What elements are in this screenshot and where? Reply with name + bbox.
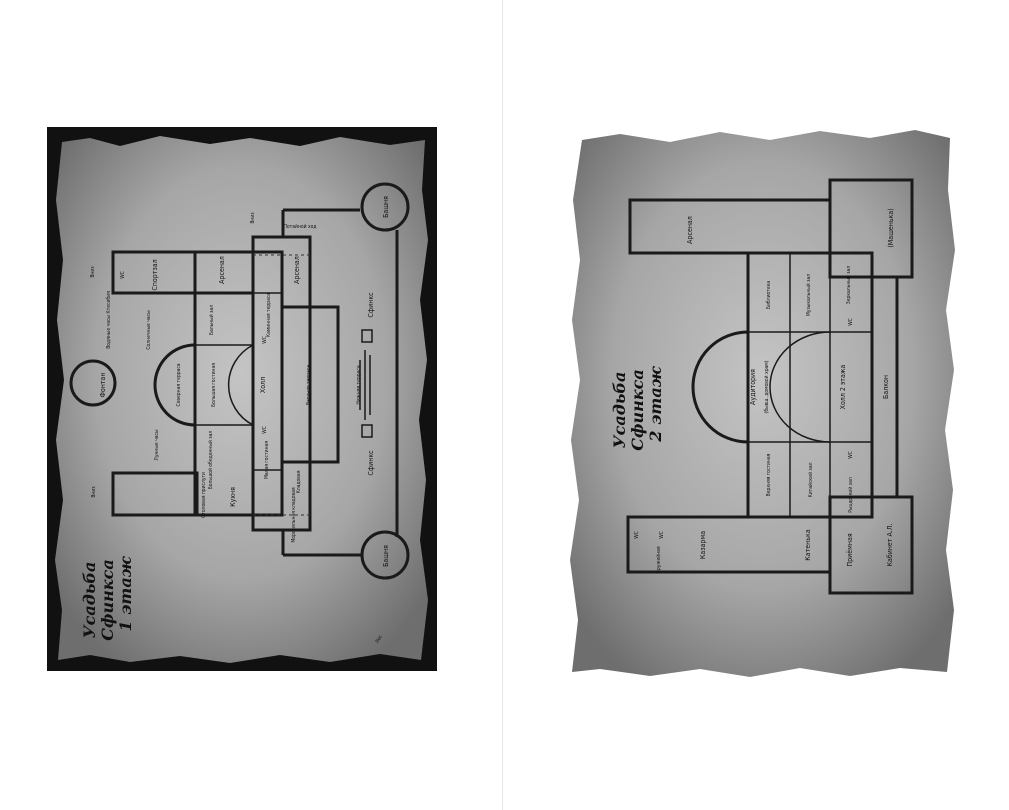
- label-servants-dining: Столовая прислуги: [201, 472, 207, 518]
- hall-arc: [227, 344, 254, 426]
- sphinx-statues: [361, 329, 373, 438]
- north-terrace-arc: [153, 343, 196, 427]
- map-floor-2: Арсенал Библиотека Музыкальный зал Зерка…: [570, 130, 955, 677]
- svg-text:Сфинкса: Сфинкса: [98, 559, 117, 640]
- stairs-lines: [359, 350, 371, 420]
- label-armory: Оружейная: [655, 546, 662, 573]
- label-north-terrace: Северная терраса: [176, 363, 182, 406]
- label-wc: WC: [120, 271, 126, 279]
- label-upper-terrace: Верхняя терраса: [306, 365, 312, 405]
- label-reception: Приёмная: [846, 533, 854, 566]
- label-auditorium: Аудитория: [749, 369, 757, 405]
- tower-2: [360, 530, 410, 580]
- label-balcony: Балкон: [882, 375, 890, 399]
- label-small-living: Малая гостиная: [264, 441, 270, 479]
- enclosure-wall: [283, 208, 399, 557]
- label-arsenal: Арсенал: [218, 256, 226, 284]
- label-wc: WC: [848, 318, 854, 326]
- label-knights-hall: Рыцарский зал: [847, 477, 854, 513]
- block-mashenka: [828, 178, 914, 279]
- label-wc: WC: [848, 451, 854, 459]
- label-fireplace-terrace: Каминная терраса: [266, 293, 272, 337]
- label-arsenal: Арсенал: [686, 216, 694, 244]
- label-sphinx: Сфинкс: [367, 292, 375, 318]
- wing-barracks: [626, 515, 832, 574]
- tower-1: [360, 182, 410, 232]
- label-wc: WC: [262, 336, 268, 344]
- label-gym: Спортзал: [151, 259, 159, 290]
- label-secret-passage: Потайной ход: [283, 223, 316, 230]
- label-kitchen: Кухня: [229, 487, 237, 507]
- label-dining: Большой обеденный зал: [207, 431, 214, 490]
- label-down: Вниз: [250, 212, 256, 224]
- label-hall: Холл: [259, 377, 267, 393]
- label-chinese-hall: Китайский зал: [807, 462, 814, 497]
- label-tower: Башня: [382, 196, 390, 218]
- label-big-living: Большая гостиная: [211, 363, 217, 407]
- upper-terrace-outline: [280, 305, 340, 464]
- svg-text:1 этаж: 1 этаж: [116, 555, 135, 631]
- label-fountain: Фонтан: [99, 372, 107, 397]
- label-mirror-hall: Зеркальный зал: [845, 266, 852, 305]
- label-wc: WC: [659, 531, 665, 539]
- map-floor-1: Фонтан Башня Башня Вниз Вниз Вниз Потайн…: [47, 127, 437, 671]
- wing-service: [111, 471, 199, 517]
- label-mashenka: (Машенька): [887, 208, 895, 247]
- label-forest: Лес: [374, 634, 384, 645]
- label-upper-living: Верхняя гостиная: [766, 453, 772, 496]
- svg-text:Сфинкса: Сфинкса: [628, 369, 647, 450]
- label-study: Кабинет А.Л.: [886, 523, 894, 566]
- svg-text:Усадьба: Усадьба: [610, 372, 629, 449]
- label-hall: Холл 2 этажа: [839, 364, 847, 409]
- label-music-hall: Музыкальный зал: [805, 274, 812, 316]
- label-katenka: Катенька: [804, 529, 812, 561]
- map-title: Усадьба Сфинкса 2 этаж: [610, 365, 665, 450]
- label-barracks: Казарма: [699, 531, 707, 559]
- label-wc: WC: [262, 426, 268, 434]
- label-library: Библиотека: [765, 281, 772, 309]
- label-ballroom: Бальный зал: [208, 305, 215, 335]
- map-title: Усадьба Сфинкса 1 этаж: [80, 555, 135, 640]
- page-divider: [502, 0, 503, 810]
- label-auditorium-note: (бывш. домовой храм): [763, 360, 770, 413]
- label-down: Вниз: [91, 486, 97, 498]
- label-wc: WC: [634, 531, 640, 539]
- label-pantry: Кладовая: [296, 470, 302, 493]
- label-sun-clock: Солнечные часы: [146, 310, 152, 350]
- label-moon-clock: Лунные часы: [154, 429, 160, 461]
- label-tower: Башня: [382, 545, 390, 567]
- label-down: Вниз: [90, 266, 96, 278]
- parchment: [55, 136, 428, 663]
- label-lower-terrace: Нижняя терраса: [356, 365, 362, 404]
- label-arsenal: Арсенал: [293, 256, 301, 284]
- auditorium-arc: [691, 330, 749, 444]
- hall-arc: [769, 331, 831, 443]
- svg-text:Усадьба: Усадьба: [80, 562, 99, 639]
- fountain: [69, 359, 117, 407]
- label-cold-pantry: Морозильная кладовая: [291, 487, 297, 543]
- svg-text:2 этаж: 2 этаж: [646, 365, 665, 442]
- label-sphinx: Сфинкс: [367, 450, 375, 476]
- label-water-clock: Водяные часы Ктесибия: [105, 291, 112, 349]
- parchment: [570, 130, 955, 677]
